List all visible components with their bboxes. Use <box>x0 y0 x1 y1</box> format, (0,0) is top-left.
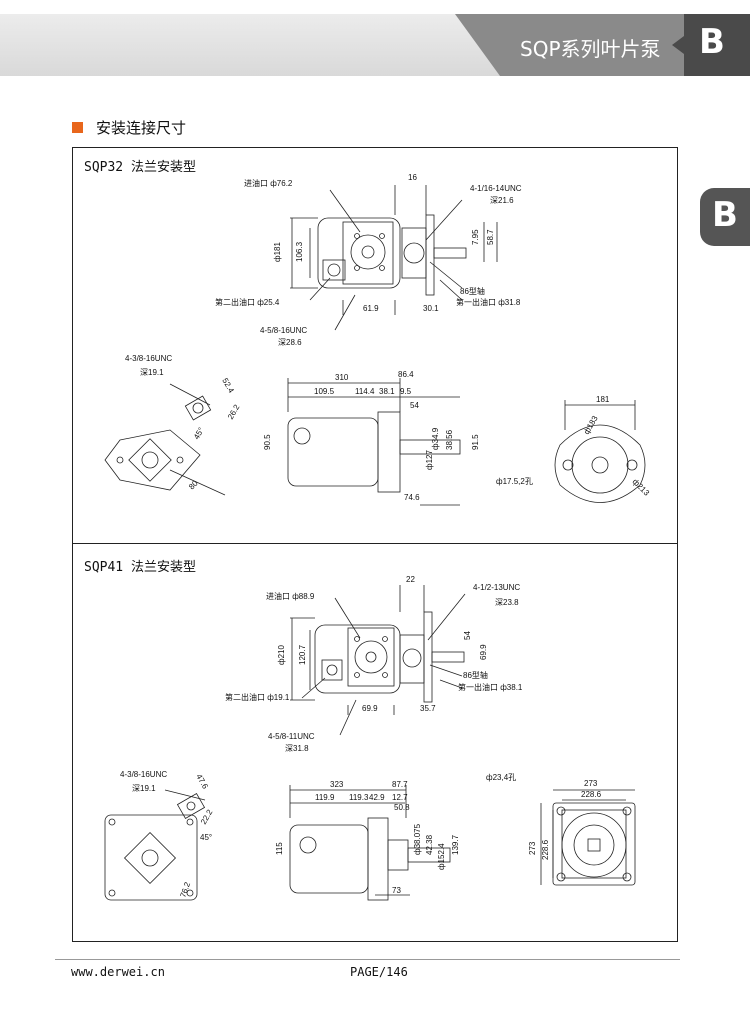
dim-69-9-v: 69.9 <box>479 644 488 660</box>
dim-228-6-h: 228.6 <box>581 790 602 799</box>
label-outlet2-41: 第二出油口 ф19.1 <box>225 692 290 702</box>
label-inlet: 进油口 ф76.2 <box>244 178 293 188</box>
header-title: SQP系列叶片泵 <box>520 37 661 61</box>
dim-42-9: 42.9 <box>369 793 385 802</box>
label-thread-top-41: 4-1/2-13UNC <box>473 583 520 592</box>
dim-87-7: 87.7 <box>392 780 408 789</box>
dim-9-5: 9.5 <box>400 387 412 396</box>
label-thread-bottom-depth: 深28.6 <box>278 338 302 347</box>
label-thread-top-depth: 深21.6 <box>490 196 514 205</box>
dim-273-v: 273 <box>528 841 537 855</box>
label-thread-bottom-depth-41: 深31.8 <box>285 744 309 753</box>
sqp32-left-view <box>104 383 226 496</box>
drawing-frame <box>72 147 678 942</box>
dim-dia127: ф127 <box>425 450 434 470</box>
dim-42-38: 42.38 <box>425 834 434 855</box>
section-bullet-icon <box>72 122 83 133</box>
label-outlet2: 第二出油口 ф25.4 <box>215 297 280 307</box>
dim-119-9: 119.9 <box>315 793 335 802</box>
sqp41-mid-view <box>289 785 451 901</box>
dim-12-7: 12.7 <box>392 793 408 802</box>
dim-228-6-v: 228.6 <box>541 839 550 860</box>
dim-38-1: 38.1 <box>379 387 395 396</box>
dim-30-1: 30.1 <box>423 304 439 313</box>
dim-61-9: 61.9 <box>363 304 379 313</box>
label-left-depth-41: 深19.1 <box>132 784 156 793</box>
dim-181: 181 <box>596 395 610 404</box>
label-left-thread: 4-3/8-16UNC <box>125 354 172 363</box>
dim-58-7: 58.7 <box>486 229 495 245</box>
label-left-thread-41: 4-3/8-16UNC <box>120 770 167 779</box>
sqp32-top-view <box>290 185 498 331</box>
footer-url[interactable]: www.derwei.cn <box>71 965 165 979</box>
sqp41-top-view <box>290 585 466 736</box>
panel-label-sqp41: SQP41 法兰安装型 <box>84 560 196 575</box>
dim-86-4: 86.4 <box>398 370 414 379</box>
dim-109-5: 109.5 <box>314 387 335 396</box>
dim-22: 22 <box>406 575 415 584</box>
dim-dia34-9: ф34.9 <box>431 427 440 450</box>
dim-52-4: 52.4 <box>220 377 236 395</box>
dim-120-7: 120.7 <box>298 644 307 665</box>
label-thread-top: 4-1/16-14UNC <box>470 184 522 193</box>
dim-dia181: ф181 <box>273 242 282 262</box>
section-title: 安装连接尺寸 <box>96 119 187 137</box>
dim-dia210: ф210 <box>277 645 286 665</box>
dim-54-41: 54 <box>463 631 472 640</box>
panel-label-sqp32: SQP32 法兰安装型 <box>84 160 196 175</box>
dim-dia38-075: ф38.075 <box>413 823 422 855</box>
dim-45deg-41: 45° <box>200 833 212 842</box>
label-left-depth: 深19.1 <box>140 368 164 377</box>
dim-115: 115 <box>275 842 284 855</box>
side-tab-letter: B <box>712 195 738 235</box>
panel-divider <box>72 543 678 544</box>
page-number: PAGE/146 <box>350 965 408 979</box>
side-tab <box>700 188 750 246</box>
sqp32-right-view <box>554 400 646 503</box>
dim-119-3: 119.3 <box>349 793 369 802</box>
dim-310: 310 <box>335 373 349 382</box>
dim-26-2: 26.2 <box>226 403 242 421</box>
footer-rule <box>55 959 680 960</box>
header-arrow-band <box>455 14 750 76</box>
label-inlet-41: 进油口 ф88.9 <box>266 591 315 601</box>
label-right-hole-41: ф23,4孔 <box>486 773 516 782</box>
dim-16: 16 <box>408 173 417 182</box>
dim-38-56: 38.56 <box>445 429 454 450</box>
label-outlet1-41: 第一出油口 ф38.1 <box>458 682 523 692</box>
label-shaft-41: 86型轴 <box>463 670 488 680</box>
dim-35-7: 35.7 <box>420 704 436 713</box>
section-letter: B <box>699 22 725 62</box>
label-thread-top-depth-41: 深23.8 <box>495 598 519 607</box>
label-right-hole: ф17.5,2孔 <box>496 477 533 486</box>
dim-69-9: 69.9 <box>362 704 378 713</box>
label-thread-bottom: 4-5/8-16UNC <box>260 326 307 335</box>
dim-114-4: 114.4 <box>355 387 375 396</box>
dim-80: 80 <box>187 478 200 491</box>
dim-74-6: 74.6 <box>404 493 420 502</box>
dim-7-95: 7.95 <box>471 229 480 245</box>
label-shaft: 86型轴 <box>460 286 485 296</box>
dim-91-5: 91.5 <box>471 434 480 450</box>
dim-139-7: 139.7 <box>451 834 460 855</box>
dim-45deg: 45° <box>192 426 206 441</box>
dim-73: 73 <box>392 886 401 895</box>
dim-47-6: 47.6 <box>194 773 210 791</box>
label-outlet1: 第一出油口 ф31.8 <box>456 297 521 307</box>
dim-dia152-4: ф152.4 <box>437 843 446 870</box>
dim-54: 54 <box>410 401 419 410</box>
dim-22-2: 22.2 <box>199 808 215 826</box>
dim-50-8: 50.8 <box>394 803 410 812</box>
label-thread-bottom-41: 4-5/8-11UNC <box>268 732 315 741</box>
sqp32-mid-view <box>287 378 461 506</box>
dim-106: 106.3 <box>295 241 304 262</box>
dim-323: 323 <box>330 780 344 789</box>
dim-dia213: ф213 <box>631 477 652 498</box>
sqp32-top-labels: 进油口 ф76.2 第二出油口 ф25.4 86型轴 第一出油口 ф31.8 4… <box>215 173 522 347</box>
sqp41-right-view <box>540 789 636 886</box>
dim-273-h: 273 <box>584 779 598 788</box>
dim-90-5: 90.5 <box>263 434 272 450</box>
sqp41-left-view <box>104 789 206 901</box>
